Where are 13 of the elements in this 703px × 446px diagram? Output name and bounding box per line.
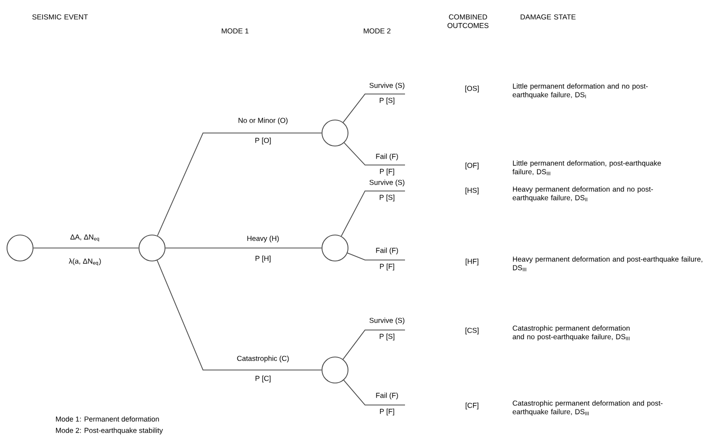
branch-line [347, 252, 406, 260]
chance-node [322, 120, 348, 146]
branch-line [344, 142, 406, 166]
chance-node [6, 234, 34, 262]
branch-line [157, 132, 322, 236]
branch-line [340, 190, 406, 237]
branch-line [342, 94, 406, 123]
branch-line [343, 380, 406, 406]
chance-node [322, 356, 348, 384]
branch-line [342, 330, 406, 360]
branch-line [156, 260, 322, 370]
chance-node [322, 234, 348, 262]
chance-node [138, 234, 166, 262]
